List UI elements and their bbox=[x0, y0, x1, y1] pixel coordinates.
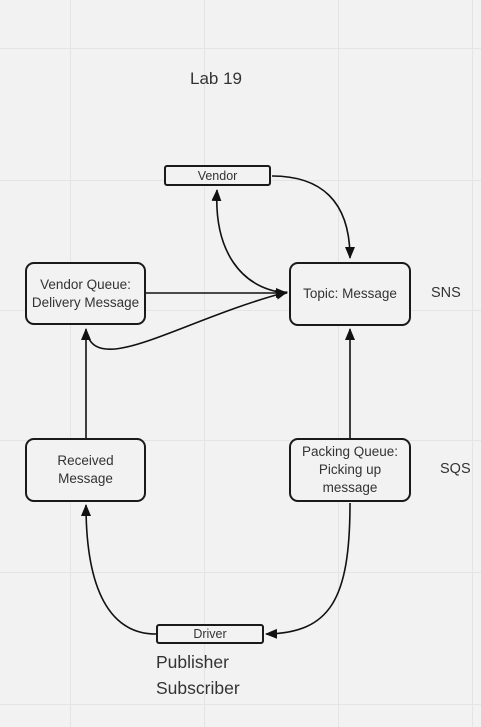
grid-line bbox=[0, 310, 481, 311]
driver-node[interactable]: Driver bbox=[156, 624, 264, 644]
vendor-queue-node[interactable]: Vendor Queue: Delivery Message bbox=[25, 262, 146, 325]
sqs-label: SQS bbox=[440, 461, 471, 477]
grid-line bbox=[338, 0, 339, 727]
grid-line bbox=[0, 440, 481, 441]
grid-line bbox=[472, 0, 473, 727]
edge-topic-to-vendor bbox=[211, 189, 287, 294]
vendor-node[interactable]: Vendor bbox=[164, 165, 271, 186]
grid-line bbox=[0, 572, 481, 573]
sns-label: SNS bbox=[431, 285, 461, 301]
edge-driver-to-received bbox=[81, 504, 157, 635]
packing-queue-node[interactable]: Packing Queue: Picking up message bbox=[289, 438, 411, 502]
received-message-node[interactable]: Received Message bbox=[25, 438, 146, 502]
edge-vendor-to-topic bbox=[271, 175, 355, 259]
diagram-title: Lab 19 bbox=[190, 69, 242, 88]
grid-line bbox=[0, 48, 481, 49]
subscriber-label: Subscriber bbox=[156, 678, 240, 698]
topic-node[interactable]: Topic: Message bbox=[289, 262, 411, 326]
edge-packing-to-driver bbox=[265, 502, 351, 639]
grid-line bbox=[70, 0, 71, 727]
publisher-label: Publisher bbox=[156, 652, 229, 672]
edge-curve-to-topic bbox=[85, 289, 288, 350]
grid-line bbox=[204, 0, 205, 727]
grid-line bbox=[0, 704, 481, 705]
